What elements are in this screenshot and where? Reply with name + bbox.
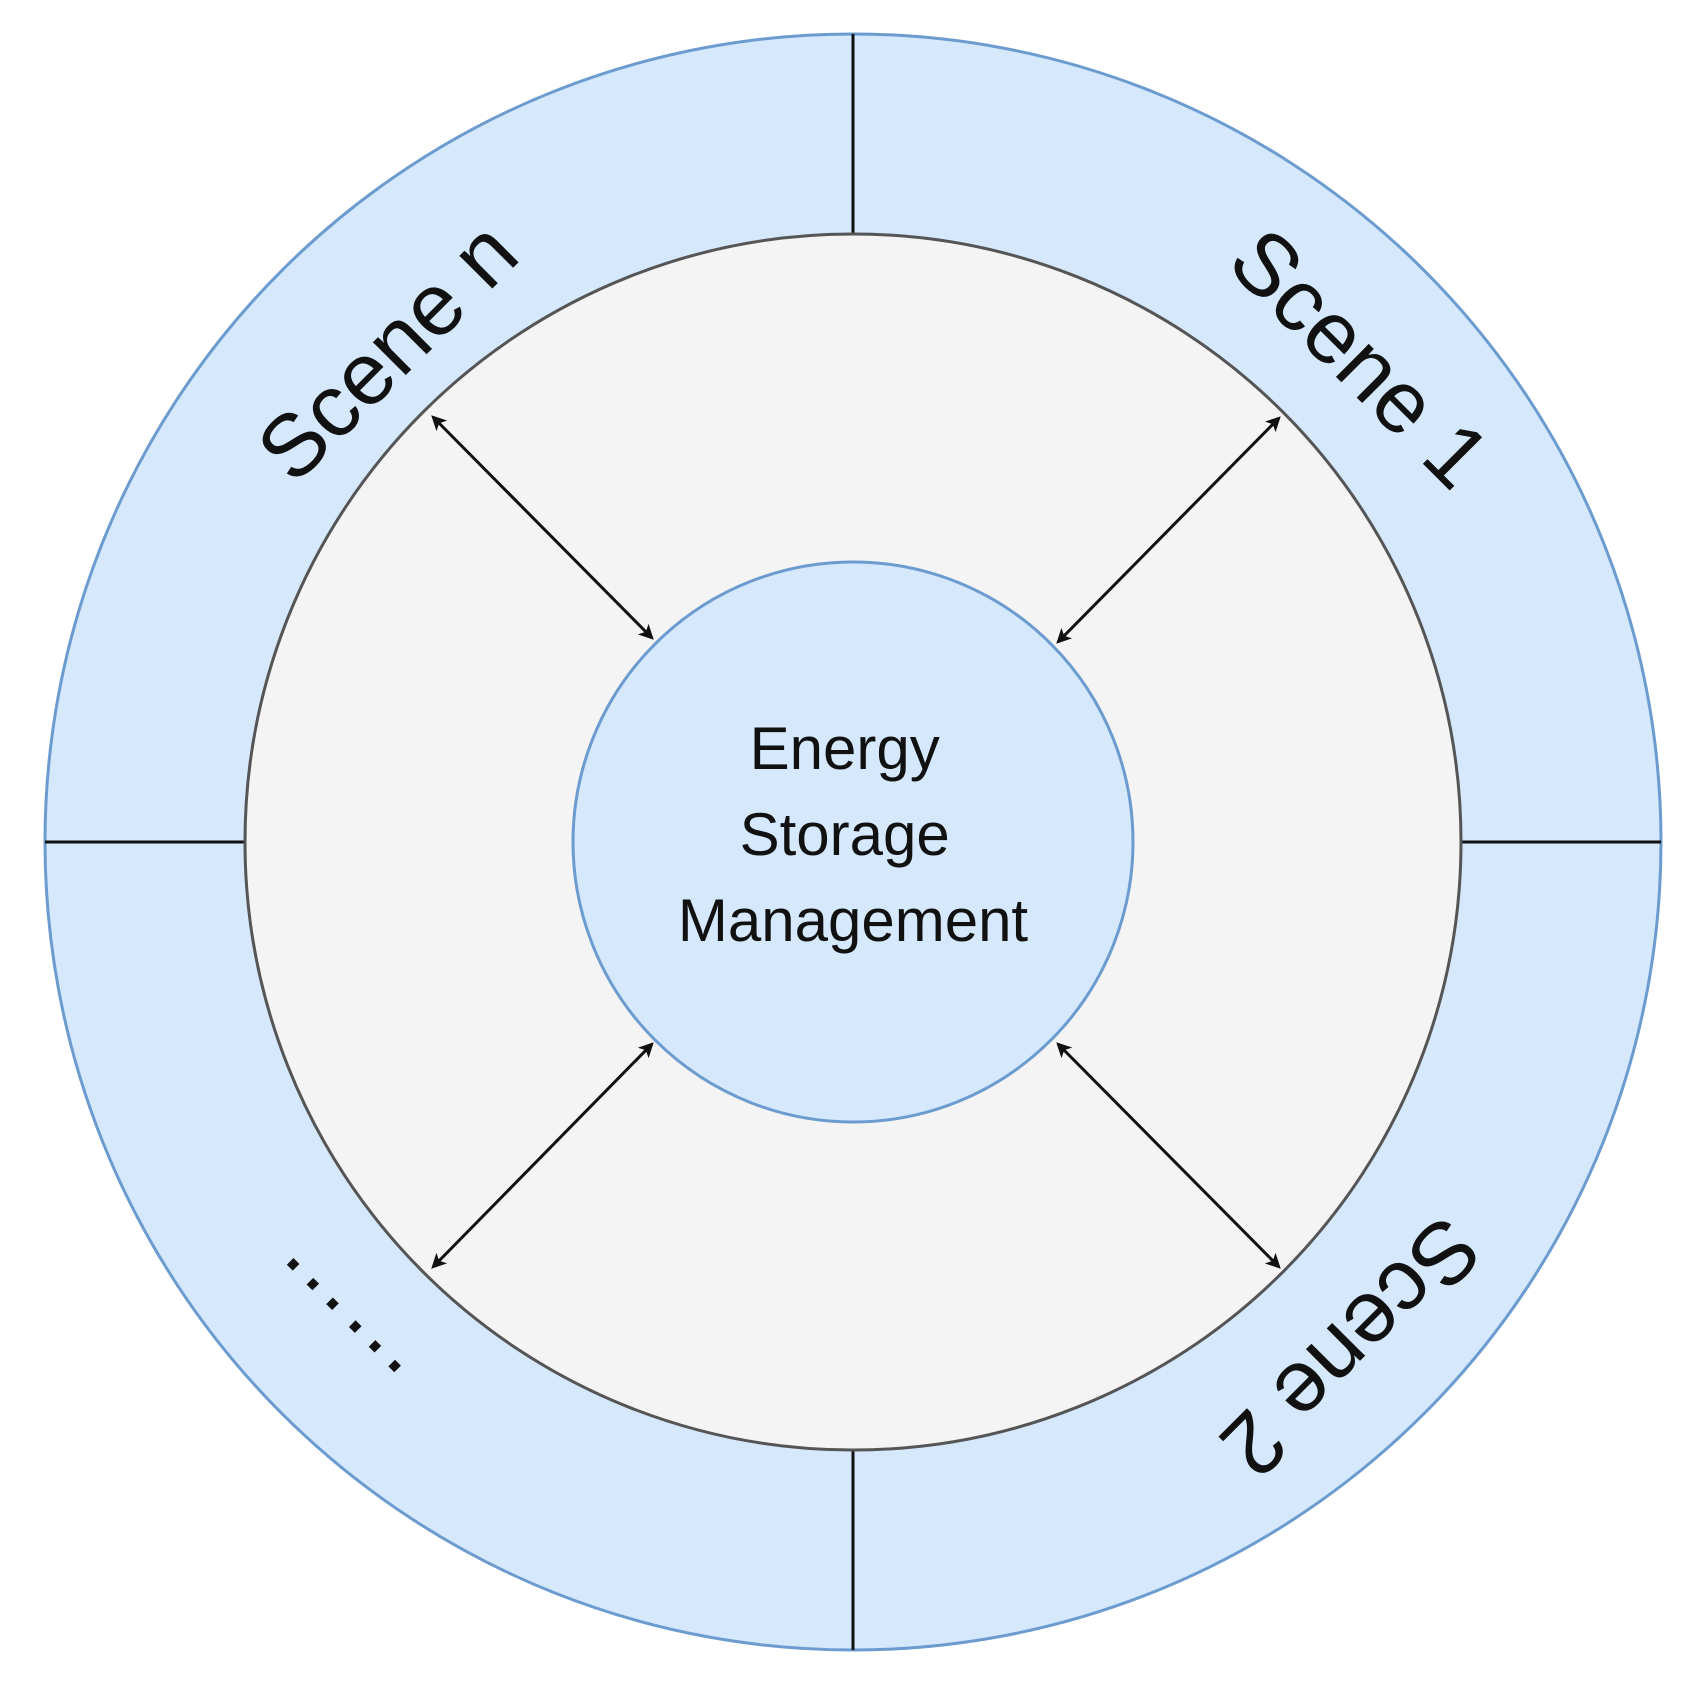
center-label-line-2: Storage bbox=[740, 801, 950, 868]
center-label-line-1: Energy bbox=[750, 715, 940, 782]
center-label-line-3: Management bbox=[678, 887, 1029, 954]
arrow-ellipsis bbox=[431, 1042, 654, 1269]
arrow-scene-2 bbox=[1056, 1042, 1281, 1269]
energy-storage-core bbox=[571, 560, 1135, 1124]
center-label: Energy Storage Management bbox=[678, 715, 1029, 954]
arrow-scene-1 bbox=[1056, 416, 1281, 644]
arrow-scene-n bbox=[431, 415, 654, 640]
